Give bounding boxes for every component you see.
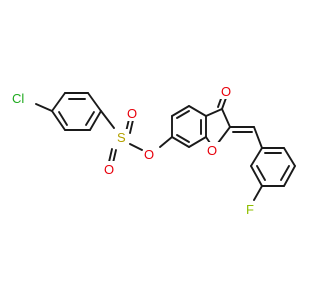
fluorophenyl-ring — [250, 147, 296, 187]
bond-c-cl — [35, 103, 53, 112]
benzofuranone-benzene-ring — [171, 105, 207, 148]
sulfonyl-oxygen-bottom-label: O — [104, 162, 114, 177]
furan-oxygen-label: O — [207, 143, 217, 158]
molecule-canvas: Cl S O O O O O F — [10, 83, 296, 217]
molecule-structure: Cl S O O O O O F — [10, 83, 296, 217]
fluorine-label: F — [246, 202, 254, 217]
sulfonyl-oxygen-top-label: O — [127, 106, 137, 121]
sulfur-label: S — [117, 130, 126, 145]
ketone-oxygen-label: O — [221, 84, 231, 99]
furanone-ring — [205, 108, 231, 144]
chlorine-label: Cl — [12, 91, 24, 106]
ester-oxygen-label: O — [144, 147, 154, 162]
exocyclic-double-bond — [229, 126, 255, 133]
bond-o-c-aryl — [159, 136, 173, 148]
atom-labels: Cl S O O O O O F — [10, 83, 257, 217]
bond-c-f — [253, 185, 263, 201]
bond-c-s — [100, 110, 115, 129]
chlorophenyl-ring — [51, 92, 102, 131]
bond-vinyl-phenyl — [253, 126, 263, 149]
